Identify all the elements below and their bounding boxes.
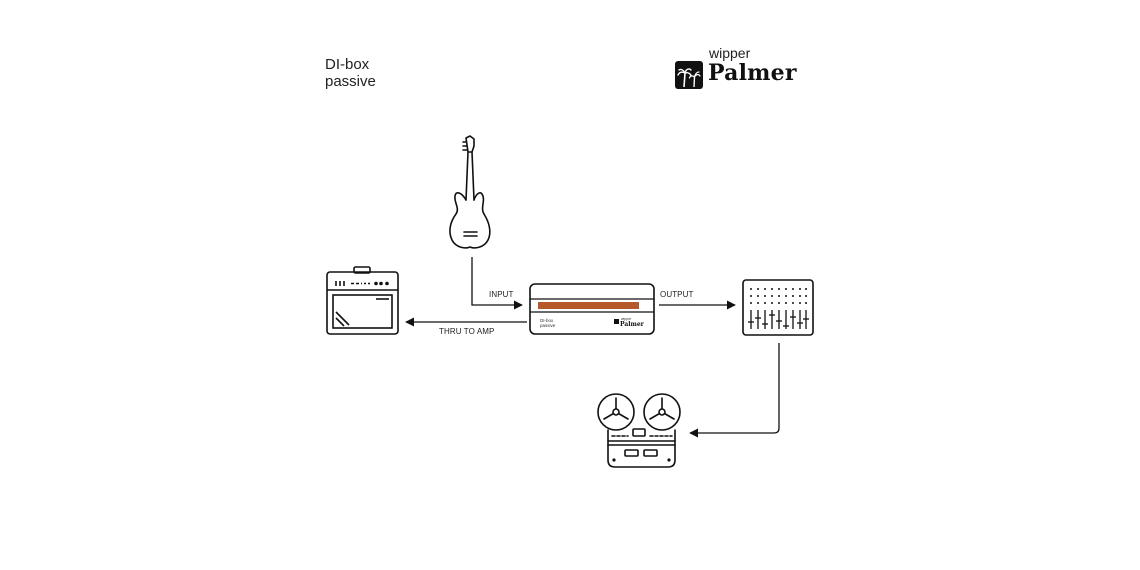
output-label: OUTPUT bbox=[660, 290, 694, 299]
input-connection bbox=[471, 257, 523, 310]
brand-tagline: wipper bbox=[709, 45, 751, 61]
product-name-line2: passive bbox=[325, 73, 376, 90]
device-accent-stripe bbox=[538, 302, 639, 309]
signal-connections bbox=[405, 257, 780, 438]
device-label-line2: passive bbox=[540, 323, 556, 328]
device-brand-name: Palmer bbox=[620, 321, 645, 328]
brand-logo: wipper Palmer bbox=[674, 45, 814, 95]
product-title: DI-box passive bbox=[325, 56, 376, 90]
reel-to-reel-recorder-icon bbox=[597, 393, 681, 468]
thru-to-amp-label: THRU TO AMP bbox=[439, 327, 495, 336]
electric-guitar-icon bbox=[449, 135, 491, 249]
mixing-console-icon bbox=[742, 279, 814, 336]
recorder-connection bbox=[689, 343, 780, 438]
guitar-amplifier-icon bbox=[326, 266, 399, 335]
device-brand-tagline: wipper bbox=[621, 317, 632, 321]
di-box-device: DI-box passive wipper Palmer bbox=[529, 283, 655, 335]
mixer-faders bbox=[748, 310, 809, 329]
device-label-line1: DI-box bbox=[540, 318, 554, 323]
palm-tree-logo-icon bbox=[675, 61, 703, 89]
input-label: INPUT bbox=[489, 290, 514, 299]
product-name-line1: DI-box bbox=[325, 56, 370, 73]
device-logo-mark bbox=[614, 319, 619, 324]
mixer-knob-grid bbox=[750, 288, 807, 304]
brand-name: Palmer bbox=[708, 60, 797, 86]
